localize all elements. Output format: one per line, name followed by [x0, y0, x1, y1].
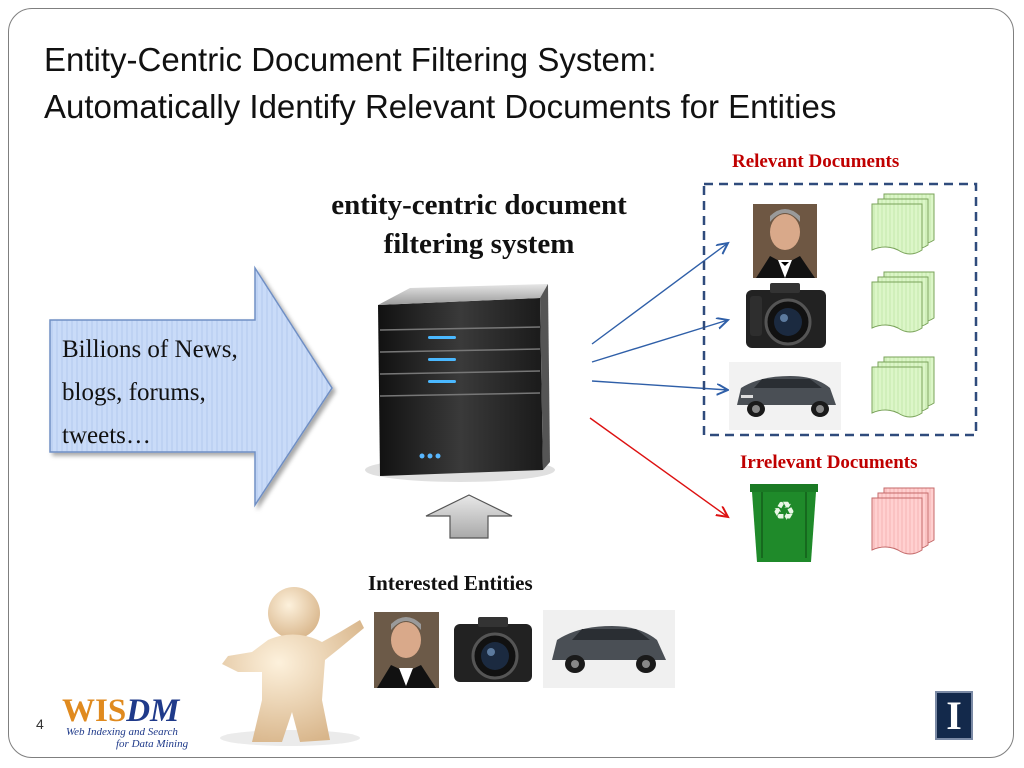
irrelevant-documents-label: Irrelevant Documents — [740, 452, 918, 473]
interested-camera-icon — [454, 617, 532, 682]
page-number: 4 — [36, 716, 44, 732]
system-label-line-2: filtering system — [383, 228, 575, 260]
interested-entities-label: Interested Entities — [368, 571, 533, 595]
camera-icon — [746, 283, 826, 348]
server-icon — [365, 284, 555, 482]
title-line-2: Automatically Identify Relevant Document… — [44, 88, 837, 125]
wisdm-logo: WISDM Web Indexing and Search for Data M… — [62, 693, 189, 751]
person-figure-icon — [220, 587, 364, 746]
svg-text:♻: ♻ — [772, 497, 795, 527]
system-label: entity-centric document filtering system — [296, 186, 662, 264]
input-line-3: tweets… — [62, 422, 151, 449]
input-line-2: blogs, forums, — [62, 379, 206, 406]
recycle-bin-icon: ♻ — [750, 484, 818, 562]
university-logo: I — [935, 691, 973, 740]
car-icon — [729, 362, 841, 430]
output-arrows — [589, 243, 728, 517]
logo-subtitle-1: Web Indexing and Search — [66, 726, 178, 738]
logo-subtitle-2: for Data Mining — [116, 738, 189, 750]
input-sources-text: Billions of News, blogs, forums, tweets… — [62, 328, 282, 457]
interested-person-photo — [374, 612, 439, 688]
interested-car-icon — [543, 610, 675, 688]
up-arrow-icon — [425, 494, 513, 539]
title-line-1: Entity-Centric Document Filtering System… — [44, 41, 657, 78]
relevant-documents-label: Relevant Documents — [732, 151, 900, 172]
system-label-line-1: entity-centric document — [331, 189, 627, 221]
input-line-1: Billions of News, — [62, 336, 238, 363]
document-stack-icon — [871, 193, 935, 418]
logo-dm: DM — [126, 693, 180, 729]
relevant-documents-box — [702, 182, 978, 437]
person-photo — [753, 204, 817, 278]
logo-wis: WIS — [62, 693, 127, 729]
irrelevant-document-stack-icon — [871, 487, 935, 555]
slide-title: Entity-Centric Document Filtering System… — [44, 36, 836, 130]
input-arrow — [49, 265, 333, 508]
